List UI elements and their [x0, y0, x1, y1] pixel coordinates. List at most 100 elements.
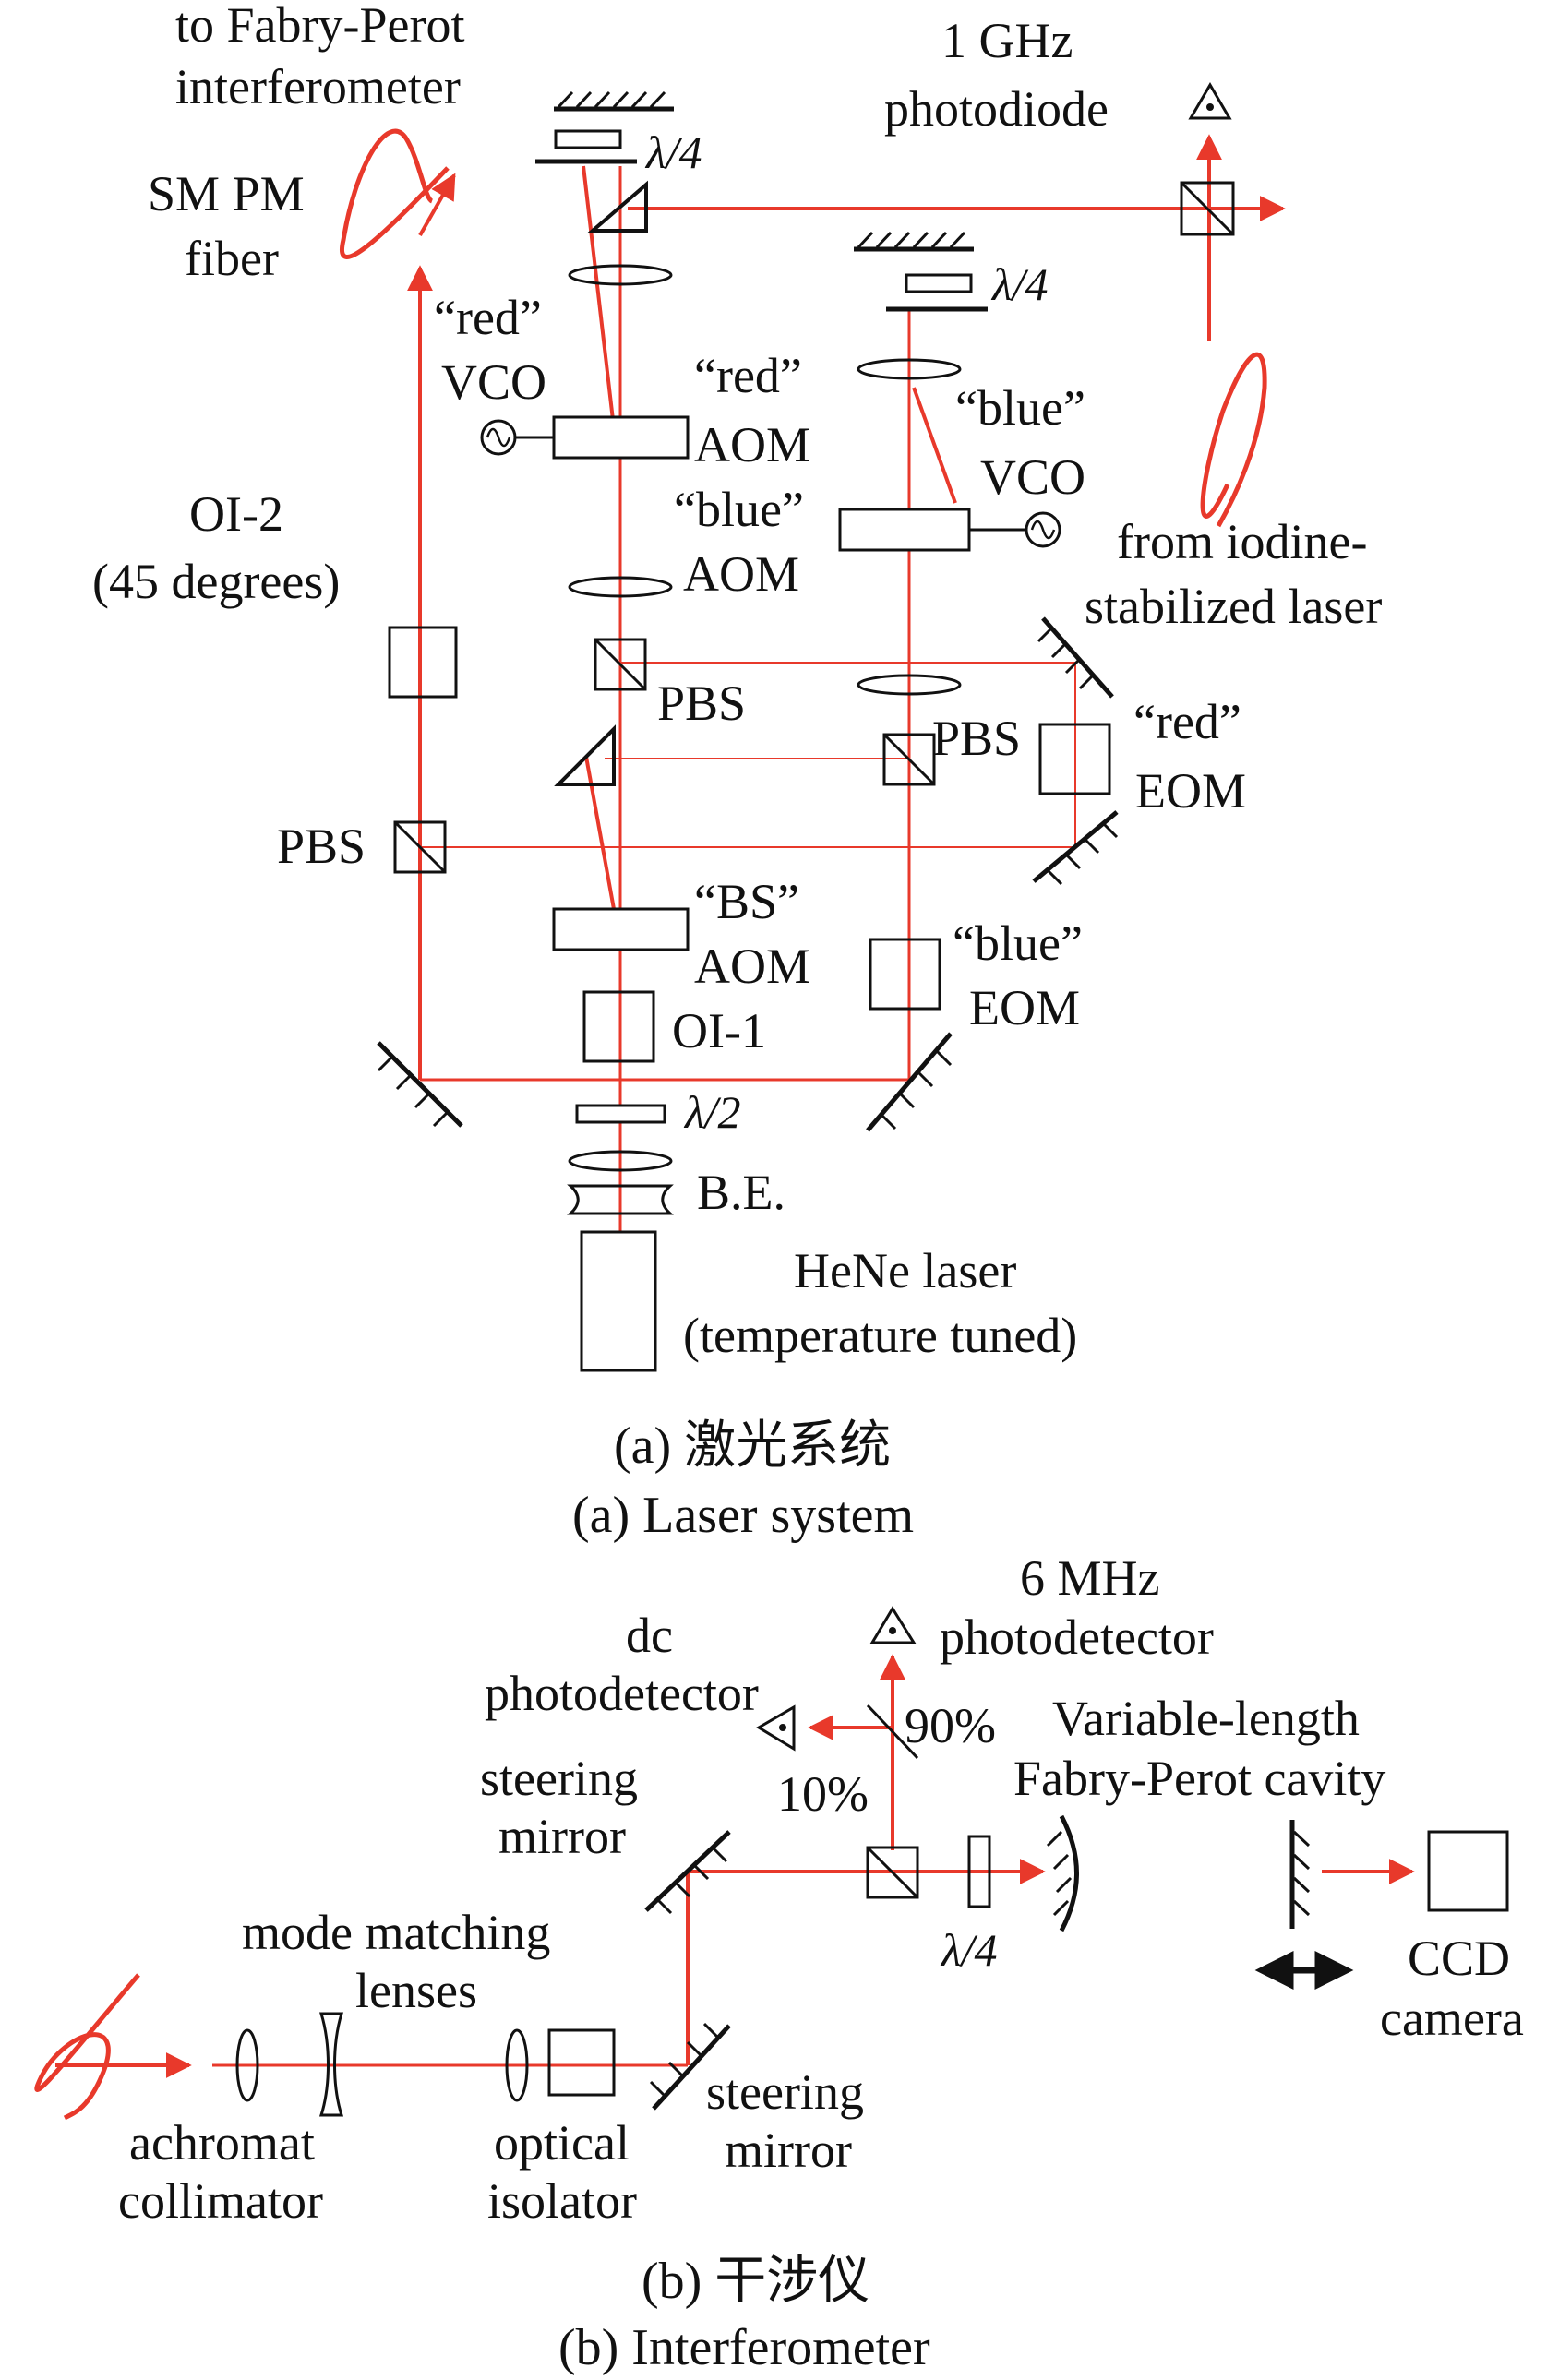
interferometer-beamsplitter-icon — [866, 1846, 919, 1899]
label-steer-bottom-2: mirror — [725, 2123, 852, 2178]
lower-right-diagonal-mirror-icon — [1032, 810, 1119, 886]
caption-a-english: (a) Laser system — [572, 1487, 914, 1544]
caption-a-chinese: (a) 激光系统 — [614, 1417, 891, 1475]
lens-blue-branch — [857, 674, 962, 696]
label-iodine-1: from iodine- — [1117, 514, 1367, 569]
label-blue-eom-2: EOM — [969, 980, 1080, 1035]
top-center-mirror-icon — [554, 90, 674, 112]
lens-red-aom-top — [568, 264, 673, 286]
pbs-left-cube-icon — [393, 820, 447, 874]
dc-photodetector-icon — [756, 1704, 796, 1752]
cavity-output-mirror-icon — [1289, 1820, 1311, 1929]
ccd-camera-box — [1427, 1830, 1509, 1912]
achromat-lens-icon — [235, 2028, 259, 2102]
blue-eom-box — [869, 938, 941, 1011]
top-prism-icon — [587, 180, 648, 233]
oi-1-box — [582, 990, 655, 1063]
lens-blue-aom-top — [857, 358, 962, 380]
iodine-fiber-icon — [1200, 352, 1267, 528]
beat-beamsplitter-cube-icon — [1180, 181, 1235, 236]
label-blue-vco-1: “blue” — [955, 380, 1085, 436]
label-pbs-left: PBS — [277, 819, 366, 874]
sm-pm-fiber-icon — [340, 128, 450, 259]
label-achromat-1: achromat — [129, 2115, 315, 2171]
six-mhz-photodetector-icon — [869, 1606, 917, 1644]
label-oi-2-2: (45 degrees) — [92, 554, 340, 609]
label-fiber-1: SM PM — [148, 166, 305, 221]
label-red-eom-2: EOM — [1135, 763, 1246, 819]
bottom-left-mirror-icon — [377, 1041, 463, 1128]
label-bs-aom-2: AOM — [694, 939, 810, 994]
label-ghz-1: 1 GHz — [941, 13, 1073, 68]
caption-b-english: (b) Interferometer — [558, 2319, 930, 2376]
pbs-center-cube-icon — [594, 638, 647, 691]
label-6mhz-1: 6 MHz — [1020, 1550, 1159, 1606]
pickoff-mirror-icon — [866, 1704, 919, 1760]
red-eom-box — [1038, 723, 1111, 795]
blue-aom-box — [838, 508, 971, 552]
label-red-vco-2: VCO — [441, 354, 546, 410]
label-red-vco-1: “red” — [434, 290, 542, 345]
input-fiber-icon — [34, 1973, 140, 2121]
label-hene-2: (temperature tuned) — [683, 1308, 1077, 1363]
steering-mirror-top-icon — [644, 1830, 731, 1915]
label-quarter-wave-b: λ/4 — [940, 1924, 998, 1976]
panel-a-laser-system: to Fabry-Perot interferometer λ/4 1 GHz … — [92, 0, 1382, 1544]
label-blue-aom-1: “blue” — [674, 482, 804, 537]
label-half-wave: λ/2 — [683, 1086, 741, 1138]
interferometer-quarter-wave-plate — [967, 1835, 991, 1908]
label-dc-2: photodetector — [485, 1666, 759, 1721]
label-achromat-2: collimator — [118, 2173, 323, 2229]
oi-2-box — [388, 626, 458, 699]
panel-b-beams — [55, 1654, 1415, 2078]
label-mode-matching-2: lenses — [355, 1963, 477, 2018]
label-quarter-wave-top: λ/4 — [644, 126, 702, 178]
label-ghz-2: photodiode — [884, 81, 1109, 137]
label-blue-eom-1: “blue” — [953, 915, 1083, 971]
steering-mirror-bottom-icon — [649, 2022, 731, 2111]
label-blue-aom-2: AOM — [683, 546, 799, 602]
label-fiber-2: fiber — [185, 231, 279, 286]
panel-a-beams — [407, 134, 1286, 1246]
ghz-photodiode-icon — [1188, 82, 1232, 120]
blue-vco-source-icon — [969, 511, 1061, 548]
label-oi-2-1: OI-2 — [189, 486, 283, 542]
top-center-wave-plate-icon — [535, 129, 637, 164]
bs-aom-box — [552, 907, 690, 951]
panel-a-labels: to Fabry-Perot interferometer λ/4 1 GHz … — [92, 0, 1382, 1363]
middle-prism-icon — [554, 724, 616, 786]
upper-right-diagonal-mirror-icon — [1037, 616, 1114, 699]
label-red-aom-1: “red” — [694, 348, 802, 403]
label-fabry-perot-2: interferometer — [175, 59, 461, 114]
bottom-right-mirror-icon — [866, 1032, 953, 1132]
red-aom-box — [552, 415, 690, 460]
top-right-wave-plate-icon — [886, 273, 988, 312]
fiber-output-arrow — [418, 173, 456, 236]
panel-b-interferometer: 6 MHz photodetector dc photodetector 90%… — [34, 1550, 1524, 2376]
label-pbs-right: PBS — [932, 711, 1021, 766]
label-red-eom-1: “red” — [1133, 694, 1241, 749]
red-vco-source-icon — [480, 419, 554, 456]
label-steer-bottom-1: steering — [706, 2064, 864, 2120]
label-varlen-2: Fabry-Perot cavity — [1013, 1751, 1385, 1806]
pbs-right-cube-icon — [882, 733, 936, 786]
label-quarter-wave-right: λ/4 — [990, 258, 1049, 310]
label-10-percent: 10% — [777, 1766, 869, 1822]
label-mode-matching-1: mode matching — [242, 1905, 550, 1960]
top-right-mirror-icon — [854, 231, 974, 252]
label-isolator-1: optical — [494, 2115, 630, 2171]
label-oi-1: OI-1 — [672, 1003, 766, 1058]
mode-matching-lens-icon — [505, 2028, 529, 2102]
label-varlen-1: Variable-length — [1052, 1691, 1360, 1746]
label-beam-expander: B.E. — [697, 1165, 785, 1220]
red-aom-diffracted-beam — [582, 165, 615, 421]
label-dc-1: dc — [626, 1608, 673, 1663]
label-steer-top-1: steering — [480, 1751, 638, 1806]
lens-below-blue-aom — [568, 576, 673, 598]
lens-beam-expander-bottom — [567, 1184, 674, 1215]
concave-lens-icon — [318, 2012, 344, 2117]
label-6mhz-2: photodetector — [940, 1609, 1214, 1665]
caption-b-chinese: (b) 干涉仪 — [642, 2253, 869, 2310]
